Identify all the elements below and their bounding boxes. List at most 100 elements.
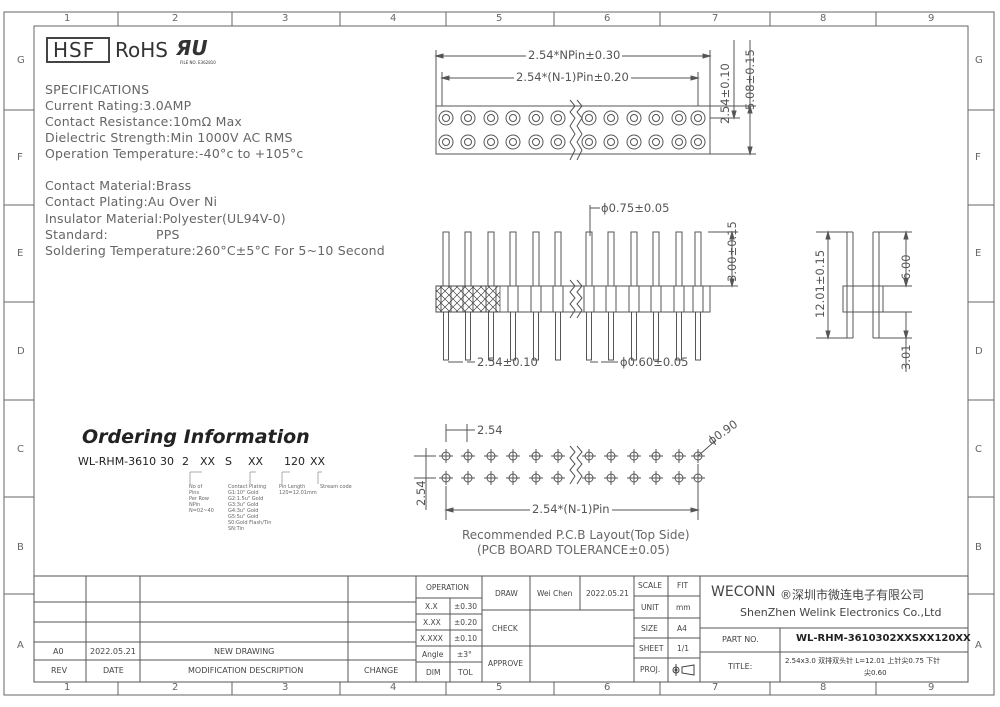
row-label-g: G	[17, 55, 25, 66]
front-pin-body	[628, 285, 640, 313]
company-brand: WECONN	[711, 584, 776, 600]
col-label-9: 9	[928, 13, 935, 24]
ordering-note-length: Pin Length 120=12.01mm	[279, 484, 317, 496]
side-view	[816, 230, 912, 372]
spec-contact-plating: Contact Plating:Au Over Ni	[45, 194, 218, 209]
top-hole-inner	[630, 114, 638, 122]
size-value: A4	[677, 624, 687, 633]
top-hole-inner	[607, 138, 615, 146]
top-hole-inner	[675, 114, 683, 122]
modification-value: NEW DRAWING	[214, 647, 275, 656]
draw-date-value: 2022.05.21	[586, 589, 629, 598]
front-upper-pin	[585, 231, 593, 287]
approve-label: APPROVE	[488, 659, 524, 668]
ordering-code-stream2: XX	[310, 455, 326, 468]
spec-standard-label: Standard:	[45, 227, 108, 242]
part-no-value: WL-RHM-3610302XXSXX120XX	[796, 633, 971, 644]
front-lower-pin	[695, 311, 701, 361]
spec-contact-resistance: Contact Resistance:10mΩ Max	[45, 114, 243, 129]
company-en: ShenZhen Welink Electronics Co.,Ltd	[740, 606, 942, 619]
top-hole-outer	[505, 110, 521, 126]
front-pin-body	[507, 285, 519, 313]
drawer-value: Wei Chen	[537, 589, 573, 598]
sheet-label: SHEET	[639, 644, 664, 653]
pcb-caption-1: Recommended P.C.B Layout(Top Side)	[462, 528, 690, 542]
front-lower-pin	[465, 311, 471, 361]
top-hole-inner	[694, 114, 702, 122]
col-label-2-bottom: 2	[172, 682, 179, 693]
top-hole-outer	[581, 134, 597, 150]
row-label-d: D	[17, 346, 25, 357]
ordering-code-rows: 2	[182, 455, 189, 468]
size-label: SIZE	[641, 624, 658, 633]
col-label-5-bottom: 5	[496, 682, 503, 693]
col-label-1-bottom: 1	[64, 682, 71, 693]
dim-lower-side: 3.01	[899, 344, 913, 370]
row-label-a-right: A	[975, 640, 982, 651]
pcb-layout-holes	[439, 449, 705, 485]
dim-label: DIM	[426, 668, 441, 677]
top-hole-inner	[509, 114, 517, 122]
top-hole-inner	[464, 138, 472, 146]
dim-pcb-length: 2.54*(N-1)Pin	[530, 502, 612, 516]
dim-pitch-length: 2.54*(N-1)Pin±0.20	[514, 70, 631, 84]
modification-header: MODIFICATION DESCRIPTION	[188, 666, 304, 675]
top-hole-inner	[509, 138, 517, 146]
front-upper-pin	[630, 231, 638, 287]
top-hole-outer	[581, 110, 597, 126]
dim-width: 5.08±0.15	[743, 49, 757, 110]
front-lower-pin	[631, 311, 637, 361]
top-hole-outer	[528, 134, 544, 150]
front-upper-pin	[532, 231, 540, 287]
ul-logo-icon: ЯU	[176, 36, 208, 60]
ordering-leaders	[189, 471, 322, 484]
spec-soldering: Soldering Temperature:260°C±5°C For 5~10…	[45, 243, 385, 258]
tol-key-3: Angle	[422, 650, 444, 659]
top-hole-inner	[554, 138, 562, 146]
dim-upper-side: 6.00	[899, 254, 913, 280]
row-label-f: F	[17, 152, 23, 163]
projection-symbol-icon	[672, 664, 695, 676]
front-lower-pin	[608, 311, 614, 361]
front-pin-body	[605, 285, 617, 313]
col-label-8-bottom: 8	[820, 682, 827, 693]
ordering-note-pins: No of Pins Per Row NPin N=02~40	[189, 484, 214, 514]
top-view-holes	[438, 110, 706, 150]
tol-val-0: ±0.30	[454, 602, 477, 611]
dim-pcb-pitch-y: 2.54	[414, 480, 428, 506]
front-lower-pin	[555, 311, 561, 361]
ordering-code-length: 120	[284, 455, 305, 468]
front-upper-pin	[607, 231, 615, 287]
row-label-b-right: B	[975, 542, 982, 553]
dim-row-pitch: 2.54±0.10	[718, 63, 732, 124]
spec-operation-temp: Operation Temperature:-40°c to +105°c	[45, 146, 304, 161]
top-hole-outer	[460, 110, 476, 126]
ordering-note-plating: Contact Plating G1:10" Gold G2:1.5u" Gol…	[228, 484, 272, 532]
top-hole-inner	[554, 114, 562, 122]
sheet-value: 1/1	[677, 644, 690, 653]
top-hole-outer	[505, 134, 521, 150]
front-pin-body	[552, 285, 564, 313]
top-hole-inner	[585, 114, 593, 122]
top-hole-outer	[603, 110, 619, 126]
part-no-label: PART NO.	[722, 635, 759, 644]
top-hole-outer	[483, 134, 499, 150]
ordering-code-stream: XX	[248, 455, 264, 468]
dim-total-height: 12.01±0.15	[813, 249, 827, 318]
top-hole-outer	[690, 110, 706, 126]
front-upper-pin	[652, 231, 660, 287]
top-hole-outer	[460, 134, 476, 150]
top-hole-outer	[648, 110, 664, 126]
company-cn: ®深圳市微连电子有限公司	[780, 588, 925, 602]
dim-overall-length: 2.54*NPin±0.30	[526, 48, 623, 62]
front-pin-body	[650, 285, 662, 313]
dim-pitch-front: 2.54±0.10	[477, 355, 538, 369]
top-hole-inner	[585, 138, 593, 146]
date-value: 2022.05.21	[90, 647, 136, 656]
top-hole-outer	[671, 134, 687, 150]
check-label: CHECK	[492, 624, 518, 633]
dim-upper-pin: 3.00±0.15	[725, 221, 739, 282]
ordering-code-s: S	[225, 455, 232, 468]
front-upper-pin	[694, 231, 702, 287]
row-label-e-right: E	[975, 248, 982, 259]
